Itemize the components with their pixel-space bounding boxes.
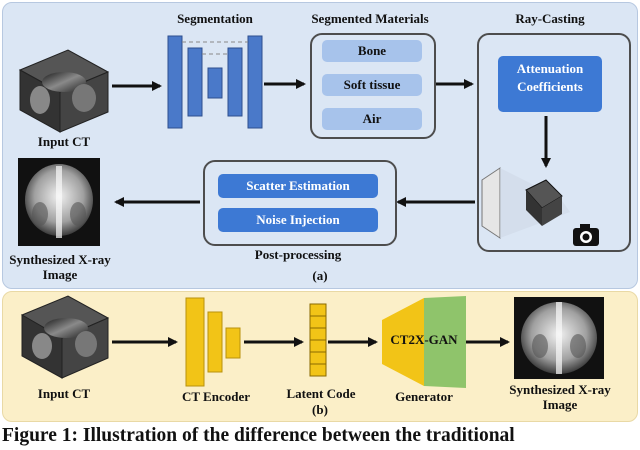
attenuation-coefficients-box: Attenuation Coefficients <box>498 56 602 112</box>
traditional-pipeline-panel <box>2 2 638 289</box>
input-ct-label: Input CT <box>37 134 91 149</box>
synthesized-xray-label: Synthesized X-ray Image <box>9 252 111 282</box>
segmentation-title: Segmentation <box>177 11 253 26</box>
post-processing-group <box>203 160 397 246</box>
figure-caption: Figure 1: Illustration of the difference… <box>2 425 515 446</box>
ray-casting-group <box>477 33 631 252</box>
latent-code <box>309 303 327 377</box>
ct-encoder-label: CT Encoder <box>181 389 250 404</box>
panel-a-tag: (a) <box>312 268 328 283</box>
scatter-estimation-step: Scatter Estimation <box>218 174 378 198</box>
panel-b-tag: (b) <box>312 402 328 417</box>
xray-image-icon-b <box>514 297 604 379</box>
input-ct-label-b: Input CT <box>37 386 91 401</box>
generator-label: Generator <box>395 389 453 404</box>
ct-volume-icon-b <box>20 295 110 379</box>
generator-name: CT2X-GAN <box>390 332 458 347</box>
noise-injection-step: Noise Injection <box>218 208 378 232</box>
material-air: Air <box>322 108 422 130</box>
xray-image-icon <box>18 158 100 246</box>
segmented-materials-group <box>310 33 436 139</box>
segmented-materials-title: Segmented Materials <box>311 11 429 26</box>
ray-casting-title: Ray-Casting <box>515 11 585 26</box>
ct-encoder <box>185 297 241 387</box>
post-processing-title: Post-processing <box>254 247 342 262</box>
camera-icon <box>573 224 599 246</box>
generator-network <box>382 296 466 388</box>
synthesized-xray-label-b: Synthesized X-ray Image <box>509 382 611 412</box>
material-bone: Bone <box>322 40 422 62</box>
segmentation-network <box>167 35 263 129</box>
ct-volume-icon <box>18 49 110 133</box>
material-soft-tissue: Soft tissue <box>322 74 422 96</box>
xray-source-icon <box>481 167 570 239</box>
latent-code-label: Latent Code <box>286 386 356 401</box>
